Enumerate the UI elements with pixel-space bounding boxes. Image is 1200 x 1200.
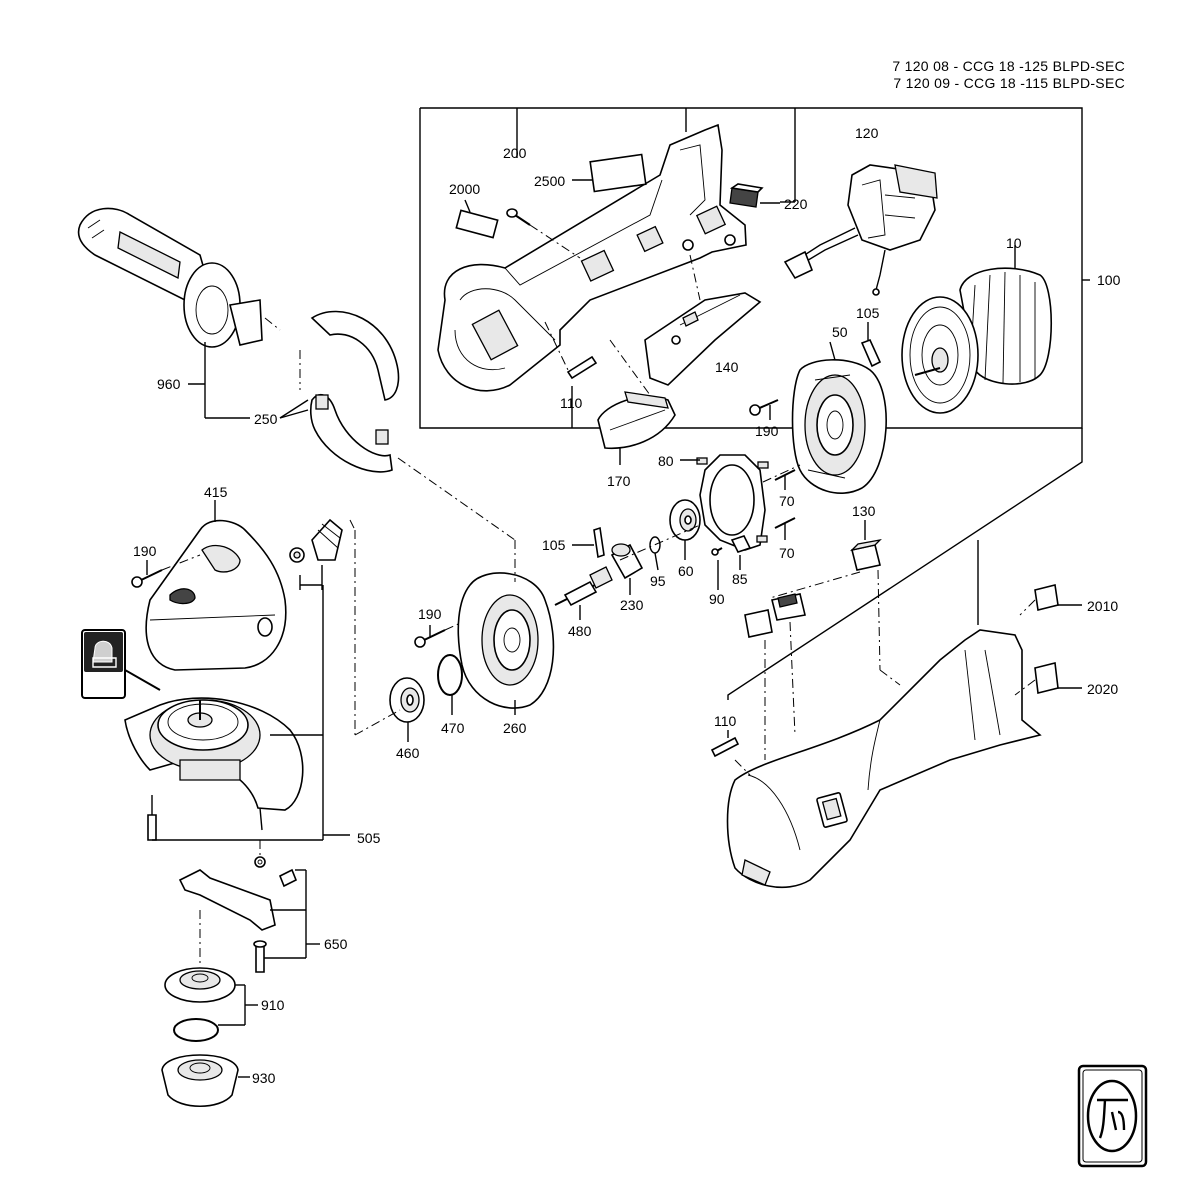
protective-gloves-icon <box>81 629 161 699</box>
label-2500: 2500 <box>534 173 565 189</box>
spindle-lock-650 <box>178 840 320 973</box>
clamp-85 <box>730 535 752 570</box>
screw-90 <box>711 547 723 590</box>
gear-assembly-505 <box>124 585 350 841</box>
label-415: 415 <box>204 484 228 500</box>
side-handle-960 <box>77 207 263 419</box>
electronics-module-120 <box>783 164 938 296</box>
stator-10 <box>901 245 1052 414</box>
screw-200 <box>506 208 581 259</box>
sensor-ring-80 <box>680 454 769 551</box>
label-2000: 2000 <box>449 181 480 197</box>
flange-910 <box>164 910 258 1042</box>
bearing-cover-260 <box>457 572 555 715</box>
spindle-480 <box>554 566 613 620</box>
screw-190-cover <box>414 604 501 648</box>
label-130: 130 <box>852 503 876 519</box>
label-100: 100 <box>1097 272 1121 288</box>
label-470: 470 <box>441 720 465 736</box>
circlip-95 <box>649 536 661 571</box>
label-650: 650 <box>324 936 348 952</box>
label-170: 170 <box>607 473 631 489</box>
model-line-1: 7 120 08 - CCG 18 -125 BLPD-SEC <box>892 58 1125 74</box>
bevel-pinion <box>289 518 401 736</box>
bearing-plate-50 <box>791 341 887 494</box>
pin-110-lower <box>710 730 751 776</box>
label-120: 120 <box>855 125 879 141</box>
label-95: 95 <box>650 573 666 589</box>
label-460: 460 <box>396 745 420 761</box>
label-2010: 2010 <box>1087 598 1118 614</box>
pin-105-lower <box>572 526 605 559</box>
screw-190-motor <box>749 399 779 420</box>
label-190-head: 190 <box>133 543 157 559</box>
label-250: 250 <box>254 411 278 427</box>
label-2020: 2020 <box>1087 681 1118 697</box>
label-910: 910 <box>261 997 285 1013</box>
bearing-460 <box>389 677 425 742</box>
label-80: 80 <box>658 453 674 469</box>
label-90: 90 <box>709 591 725 607</box>
label-110-housing: 110 <box>714 713 737 729</box>
label-105-lower: 105 <box>542 537 566 553</box>
motor-housing-half <box>437 123 747 392</box>
label-85: 85 <box>732 571 748 587</box>
gear-housing-415 <box>145 500 287 671</box>
assembly-frame-100 <box>419 107 1090 700</box>
label-plate-2000 <box>455 199 499 239</box>
label-70-lower: 70 <box>779 545 795 561</box>
guard-clamp-250 <box>264 310 516 582</box>
bearing-60 <box>669 499 701 560</box>
label-plates-2010-2020 <box>1014 584 1082 696</box>
sleeve-230 <box>610 543 644 595</box>
label-190-motor: 190 <box>755 423 779 439</box>
contact-blocks-130 <box>744 520 901 760</box>
label-10: 10 <box>1006 235 1022 251</box>
label-110-frame: 110 <box>560 395 583 411</box>
label-230: 230 <box>620 597 644 613</box>
part-number-labels: 10 50 60 70 70 80 85 90 95 100 105 105 1… <box>133 125 1121 1086</box>
cover-plate-170 <box>597 391 676 465</box>
label-190-cover: 190 <box>418 606 442 622</box>
label-480: 480 <box>568 623 592 639</box>
switch-cover-220 <box>729 183 780 208</box>
label-200: 200 <box>503 145 527 161</box>
spring-clips-70 <box>774 469 796 540</box>
label-220: 220 <box>784 196 808 212</box>
clamping-nut-930 <box>161 1054 250 1107</box>
label-50: 50 <box>832 324 848 340</box>
pin-105-upper <box>860 322 882 368</box>
label-260: 260 <box>503 720 527 736</box>
pin-110 <box>544 321 598 380</box>
screw-190-head <box>131 554 201 588</box>
label-960: 960 <box>157 376 181 392</box>
retaining-ring-470 <box>437 654 463 715</box>
label-930: 930 <box>252 1070 276 1086</box>
slide-switch-140 <box>644 254 762 386</box>
label-140: 140 <box>715 359 739 375</box>
fein-logo <box>1077 1064 1148 1168</box>
label-70-upper: 70 <box>779 493 795 509</box>
label-60: 60 <box>678 563 694 579</box>
housing-shell <box>726 629 1042 889</box>
label-505: 505 <box>357 830 381 846</box>
label-plate-2500 <box>572 153 647 193</box>
label-105-upper: 105 <box>856 305 880 321</box>
model-line-2: 7 120 09 - CCG 18 -115 BLPD-SEC <box>893 75 1125 91</box>
